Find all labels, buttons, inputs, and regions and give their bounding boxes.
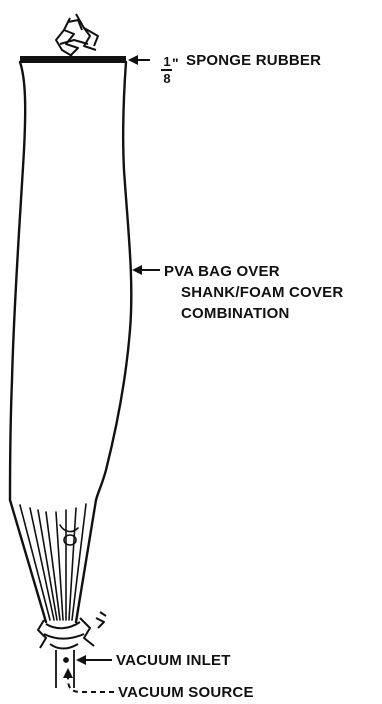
vacuum-inlet-label: VACUUM INLET	[116, 651, 231, 670]
sponge-rubber-leader	[128, 55, 150, 65]
pva-bag-label-line3: COMBINATION	[181, 304, 290, 323]
pva-bag-outline	[10, 62, 131, 500]
vacuum-source-leader	[63, 668, 114, 692]
vacuum-inlet-tube	[56, 650, 74, 688]
pva-bag-leader	[132, 265, 160, 275]
sponge-rubber-label: SPONGE RUBBER	[186, 51, 321, 70]
fraction-denominator: 8	[161, 72, 173, 85]
bag-cone-pleats	[10, 500, 96, 622]
pva-bag-label-line1: PVA BAG OVER	[164, 262, 280, 281]
vacuum-source-label: VACUUM SOURCE	[118, 683, 254, 702]
pva-bag-label-line2: SHANK/FOAM COVER	[181, 283, 343, 302]
top-tie-knot	[56, 14, 98, 56]
vacuum-inlet-leader	[76, 655, 112, 665]
inch-mark: "	[172, 55, 179, 71]
sponge-rubber-band	[20, 56, 126, 63]
